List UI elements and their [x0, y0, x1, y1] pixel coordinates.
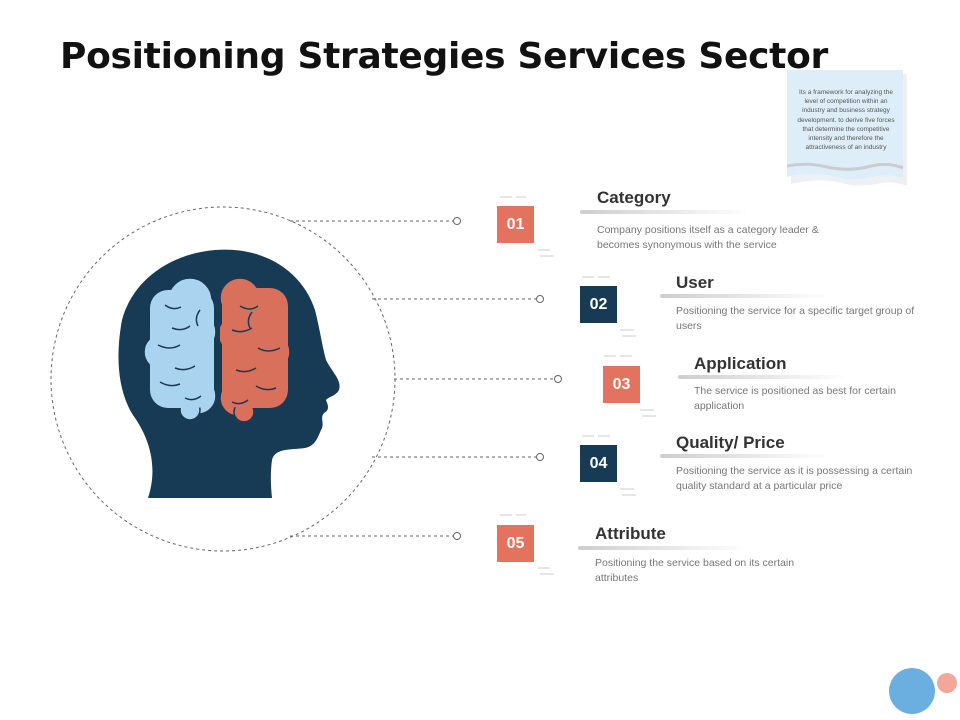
- item-desc-attribute: Positioning the service based on its cer…: [595, 557, 795, 584]
- sticky-note-icon: [787, 70, 907, 186]
- badge-02: 02: [580, 286, 617, 323]
- item-title-application: Application: [694, 354, 787, 373]
- item-title-quality-price: Quality/ Price: [676, 433, 785, 452]
- sticky-note: Its a framework for analyzing the level …: [787, 70, 907, 188]
- swoosh-underline: [660, 294, 830, 298]
- badge-01: 01: [497, 206, 534, 243]
- decorative-circle-pink: [937, 673, 957, 693]
- swoosh-underline: [678, 375, 848, 379]
- item-desc-application: The service is positioned as best for ce…: [694, 385, 896, 412]
- page-title: Positioning Strategies Services Sector: [60, 36, 828, 77]
- item-desc-category: Company positions itself as a category l…: [597, 224, 819, 251]
- decorative-dashes: [500, 196, 656, 575]
- badge-05: 05: [497, 525, 534, 562]
- badge-03: 03: [603, 366, 640, 403]
- item-desc-user: Positioning the service for a specific t…: [676, 305, 915, 332]
- item-title-user: User: [676, 273, 714, 292]
- item-title-attribute: Attribute: [595, 524, 666, 543]
- swoosh-underline: [578, 546, 748, 550]
- badge-04: 04: [580, 445, 617, 482]
- swoosh-underline: [580, 210, 750, 214]
- swoosh-underline: [660, 454, 830, 458]
- note-text: Its a framework for analyzing the level …: [797, 89, 895, 152]
- item-title-category: Category: [597, 188, 671, 207]
- connector-lines: [290, 220, 554, 537]
- head-brain-icon: [118, 249, 340, 498]
- item-desc-quality-price: Positioning the service as it is possess…: [676, 465, 913, 492]
- decorative-circle-blue: [889, 668, 935, 714]
- connector-dots: [453, 217, 562, 540]
